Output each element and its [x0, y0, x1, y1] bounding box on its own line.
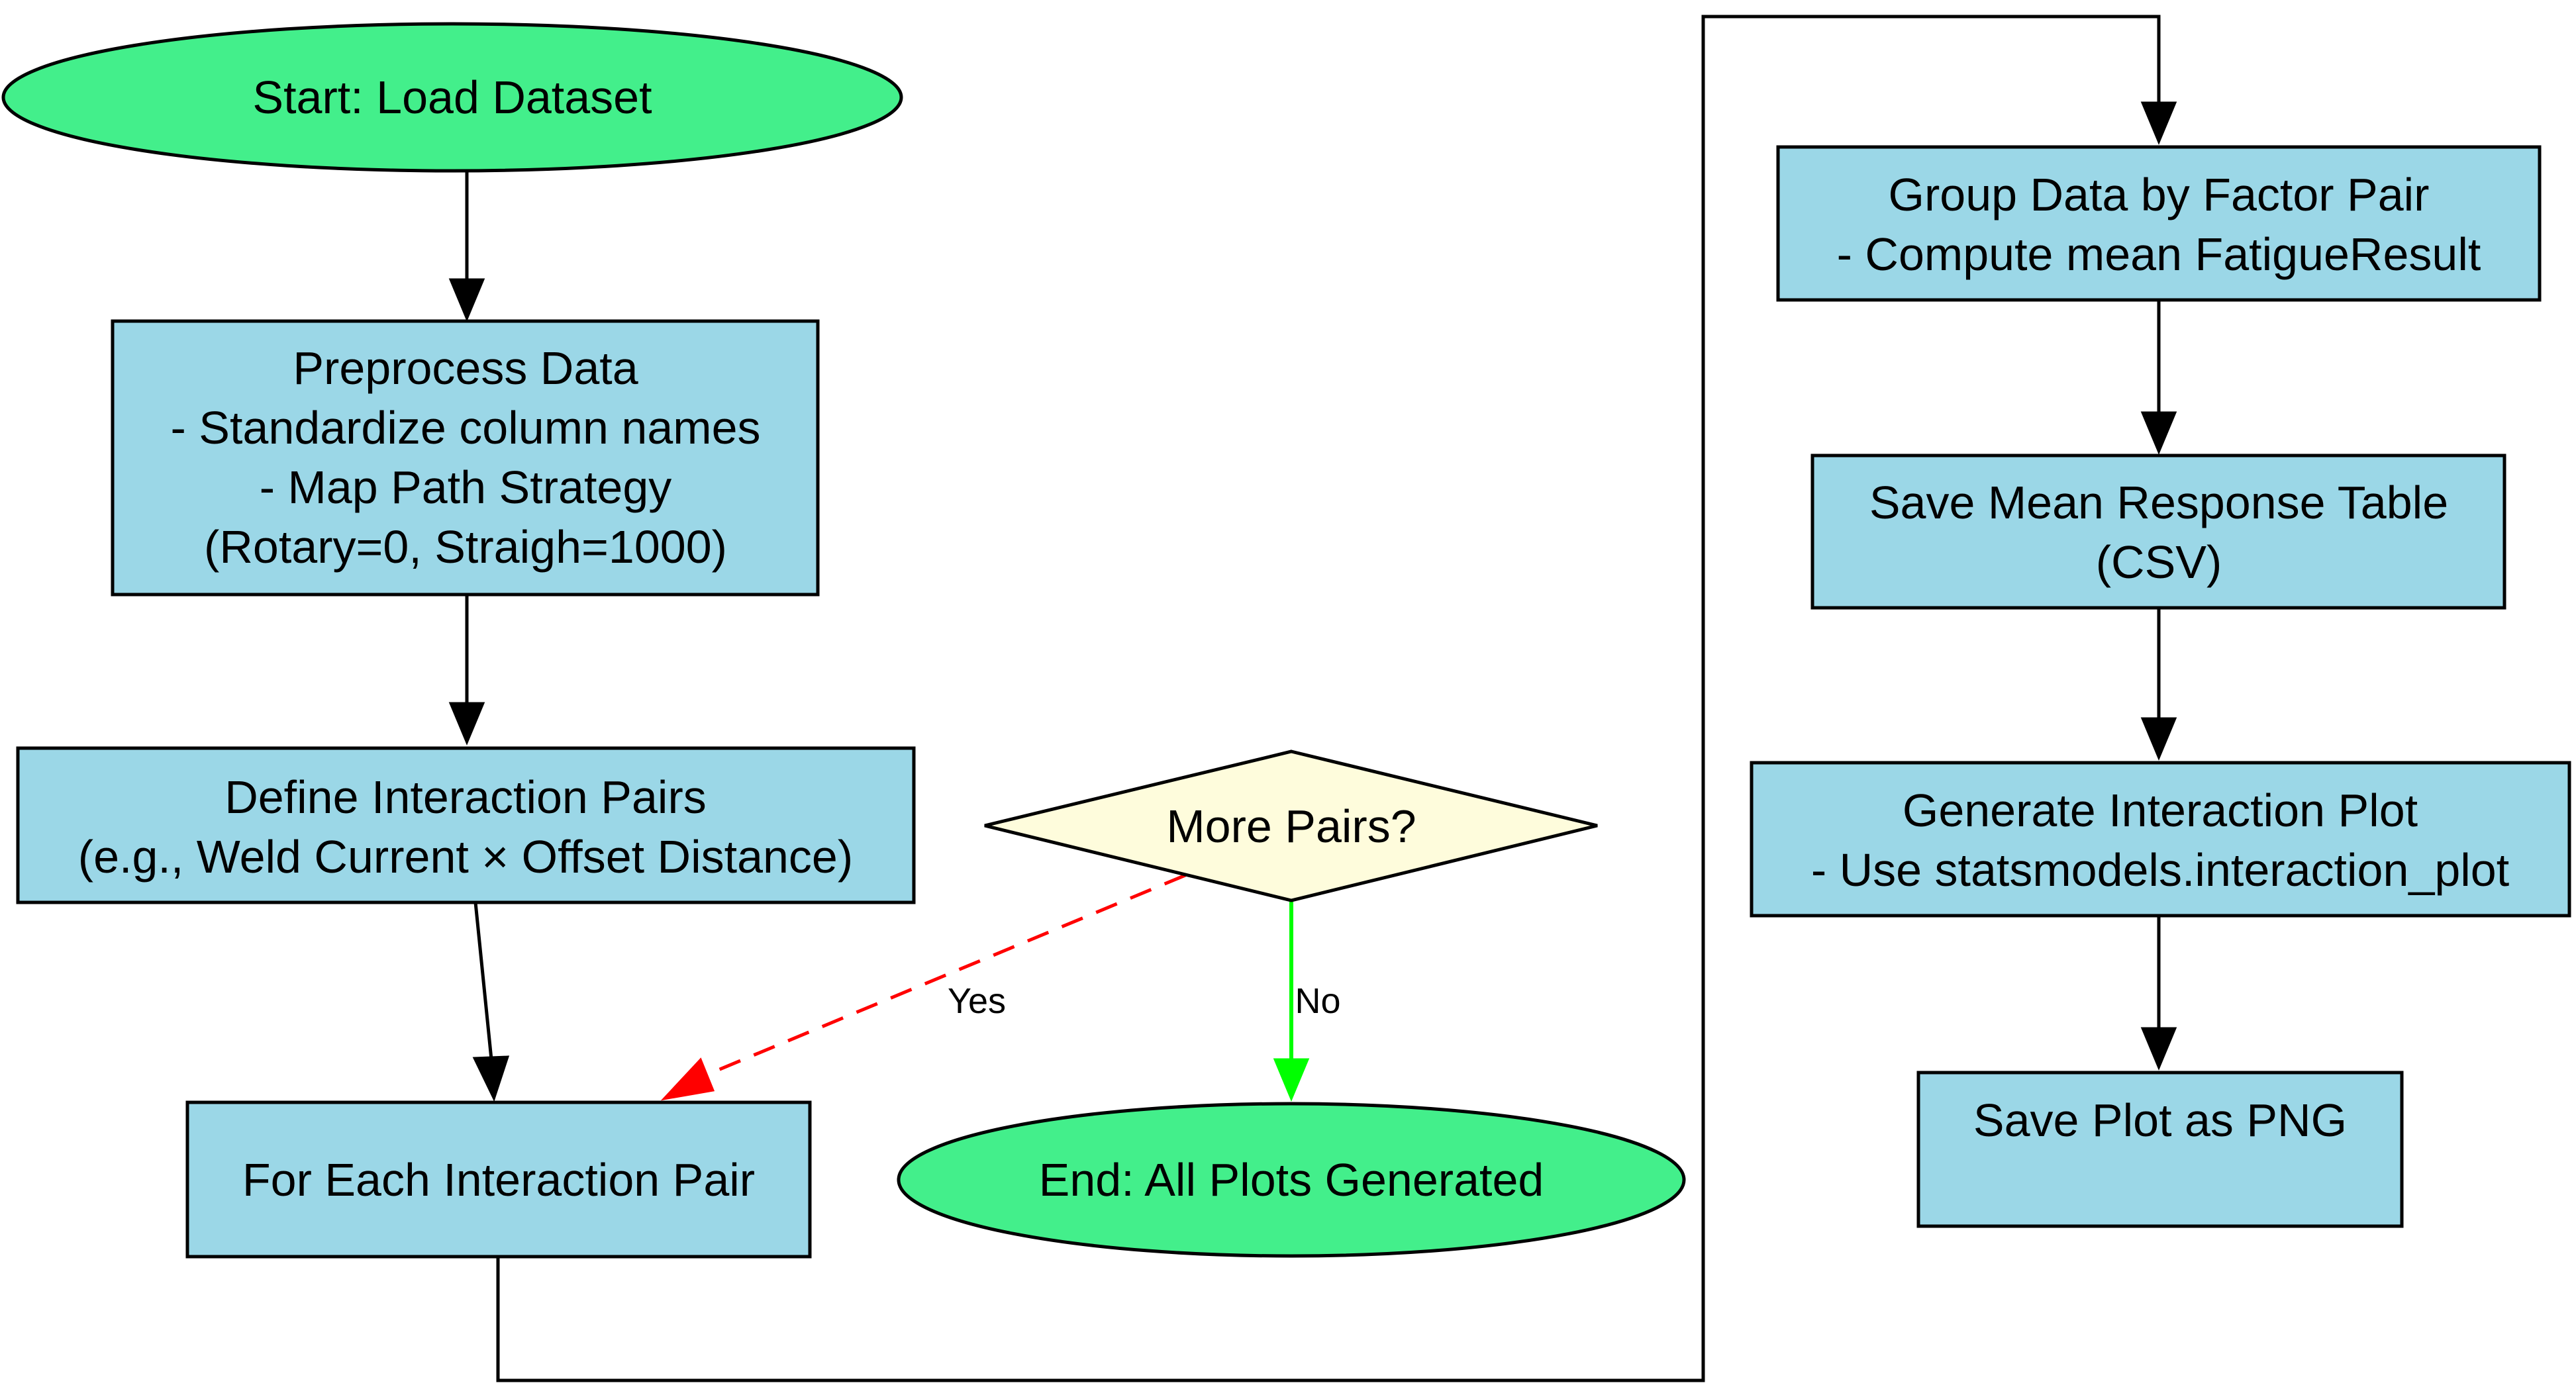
define-pairs-line-2: (e.g., Weld Current × Offset Distance) [78, 831, 853, 883]
end-node-label: End: All Plots Generated [1039, 1154, 1544, 1206]
more-pairs-decision: More Pairs? [984, 749, 1598, 902]
group-data-line-1: Group Data by Factor Pair [1889, 169, 2430, 220]
preprocess-node-shape [111, 319, 820, 597]
arrowhead-generate-to-saveplot [2140, 1027, 2177, 1071]
save-plot-label: Save Plot as PNG [1973, 1094, 2347, 1146]
save-table-node-shape [1810, 454, 2506, 610]
group-data-line-2: - Compute mean FatigueResult [1837, 228, 2481, 280]
more-pairs-label: More Pairs? [1166, 800, 1416, 852]
end-node: End: All Plots Generated [897, 1102, 1686, 1258]
no-edge-label: No [1295, 981, 1340, 1021]
arrowhead-foreach-to-group [2140, 101, 2177, 145]
define-pairs-node-shape [16, 746, 916, 904]
arrowhead-start-to-preprocess [448, 278, 485, 322]
start-node-shape [1, 22, 903, 173]
preprocess-line-1: Preprocess Data [293, 342, 638, 394]
arrowhead-no-exit [1273, 1058, 1310, 1102]
edge-yes-loop [703, 873, 1186, 1078]
generate-plot-line-2: - Use statsmodels.interaction_plot [1811, 844, 2509, 896]
arrowhead-preprocess-to-define [448, 702, 485, 746]
arrowhead-yes-loop [660, 1057, 715, 1101]
for-each-node: For Each Interaction Pair [185, 1100, 812, 1259]
preprocess-line-3: - Map Path Strategy [260, 461, 672, 513]
save-plot-node: Save Plot as PNG [1916, 1071, 2404, 1228]
end-node-shape [897, 1102, 1686, 1258]
save-table-node: Save Mean Response Table (CSV) [1810, 454, 2506, 610]
more-pairs-decision-shape [984, 749, 1598, 902]
start-node: Start: Load Dataset [1, 22, 903, 173]
arrowhead-define-to-foreach [472, 1055, 510, 1102]
edge-foreach-to-group [496, 15, 2161, 1382]
generate-plot-node: Generate Interaction Plot - Use statsmod… [1750, 761, 2571, 918]
for-each-label: For Each Interaction Pair [242, 1154, 755, 1206]
generate-plot-line-1: Generate Interaction Plot [1903, 785, 2418, 836]
group-data-node-shape [1776, 145, 2542, 302]
for-each-node-shape [185, 1100, 812, 1259]
edges: Yes No [448, 15, 2177, 1382]
preprocess-line-4: (Rotary=0, Straigh=1000) [204, 521, 727, 573]
save-table-line-2: (CSV) [2096, 536, 2222, 588]
generate-plot-node-shape [1750, 761, 2571, 918]
save-table-line-1: Save Mean Response Table [1869, 477, 2448, 528]
yes-edge-label: Yes [948, 981, 1006, 1021]
group-data-node: Group Data by Factor Pair - Compute mean… [1776, 145, 2542, 302]
start-node-label: Start: Load Dataset [252, 72, 652, 123]
define-pairs-node: Define Interaction Pairs (e.g., Weld Cur… [16, 746, 916, 904]
define-pairs-line-1: Define Interaction Pairs [224, 771, 707, 823]
preprocess-node: Preprocess Data - Standardize column nam… [111, 319, 820, 597]
arrowhead-savetable-to-generate [2140, 717, 2177, 761]
arrowhead-group-to-savetable [2140, 411, 2177, 455]
edge-define-to-foreach [473, 902, 493, 1060]
save-plot-node-shape [1916, 1071, 2404, 1228]
preprocess-line-2: - Standardize column names [171, 402, 761, 454]
